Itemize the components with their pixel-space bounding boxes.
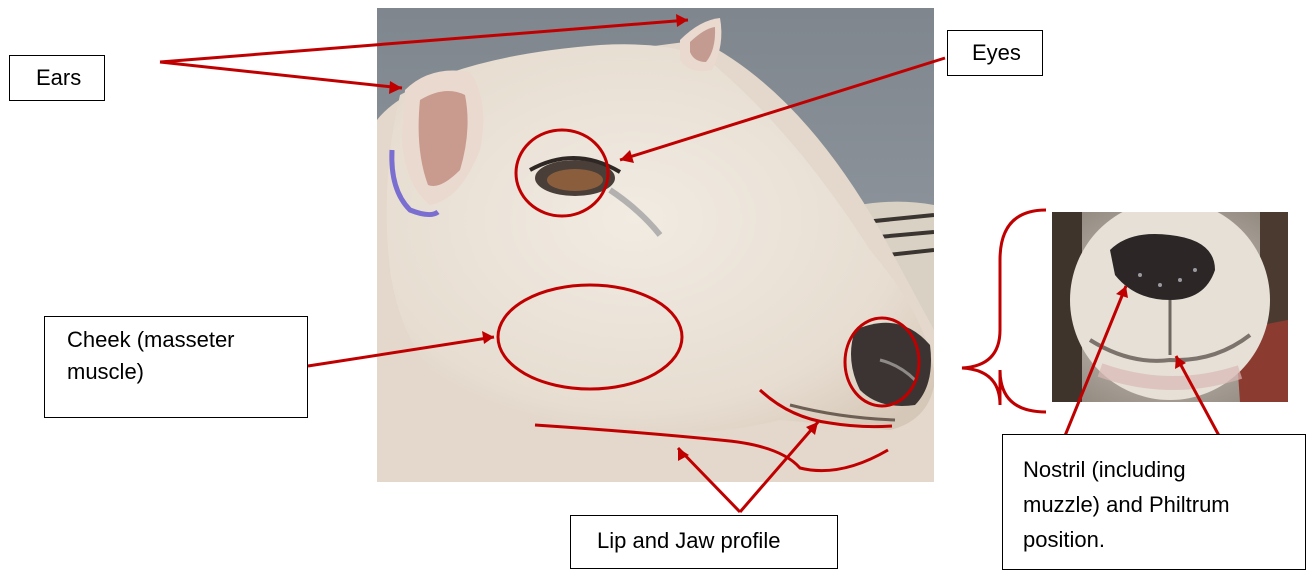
cheek-label-line-2: muscle) <box>67 356 307 388</box>
cheek-label-box: Cheek (masseter muscle) <box>44 316 308 418</box>
ears-label: Ears <box>36 62 104 94</box>
nostril-label-line-2: muzzle) and Philtrum <box>1023 487 1305 522</box>
muzzle-closeup-photo <box>1052 200 1288 402</box>
ears-label-box: Ears <box>9 55 105 101</box>
nostril-label-box: Nostril (including muzzle) and Philtrum … <box>1002 434 1306 570</box>
nostril-label-line-1: Nostril (including <box>1023 452 1305 487</box>
eyes-label: Eyes <box>972 37 1042 69</box>
lip-jaw-label: Lip and Jaw profile <box>597 525 837 557</box>
cheek-label-line-1: Cheek (masseter <box>67 324 307 356</box>
nostril-label-line-3: position. <box>1023 522 1305 557</box>
lip-jaw-label-box: Lip and Jaw profile <box>570 515 838 569</box>
eyes-label-box: Eyes <box>947 30 1043 76</box>
sheep-head-photo <box>377 8 935 482</box>
